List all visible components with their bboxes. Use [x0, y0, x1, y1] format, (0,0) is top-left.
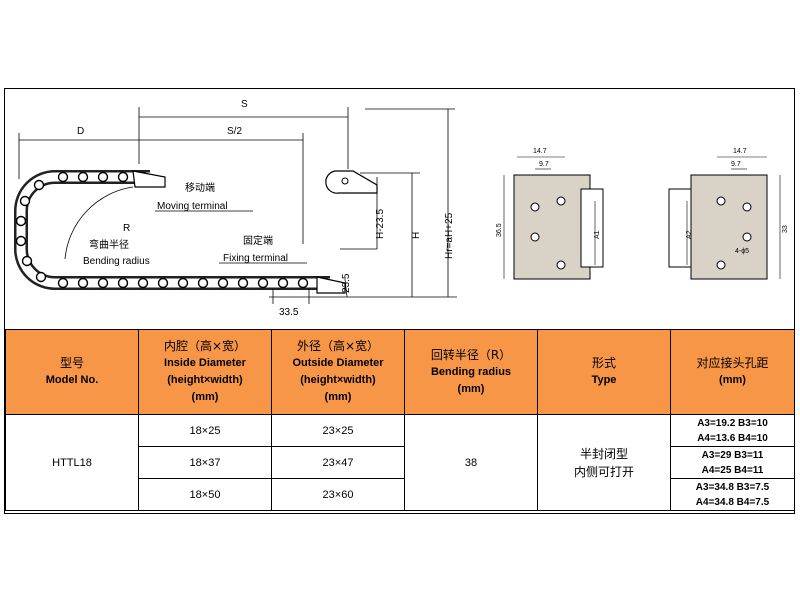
moving-end-bracket	[132, 170, 166, 188]
label-d: D	[77, 126, 84, 137]
header-outside-zh: 外径（高×宽）	[296, 339, 380, 353]
hole-line-a3: A3=19.2 B3=10	[697, 417, 768, 429]
label-a2: A2	[686, 230, 693, 239]
bending-radius-zh: 弯曲半径	[89, 238, 129, 251]
header-hole-zh: 对应接头孔距	[696, 356, 769, 370]
label-14-7-left: 14.7	[533, 148, 547, 155]
label-33: 33	[782, 225, 789, 233]
cell-model: HTTL18	[5, 414, 139, 511]
header-inside-zh: 内腔（高×宽）	[163, 339, 247, 353]
cell-outside: 23×47	[271, 446, 405, 479]
cell-inside: 18×37	[138, 446, 272, 479]
label-s: S	[241, 99, 248, 110]
mounting-bracket-left	[503, 156, 604, 280]
cell-type-line1: 半封闭型	[579, 446, 628, 461]
cell-hole-distance: A3=34.8 B3=7.5 A4=34.8 B4=7.5	[670, 478, 795, 511]
label-36-5: 36.5	[496, 223, 503, 237]
header-radius-zh: 回转半径（R）	[430, 347, 512, 362]
label-9-7-right: 9.7	[731, 161, 741, 168]
table-row: 18×37 23×47 A3=29 B3=11 A4=25 B4=11	[6, 446, 795, 479]
cell-inside: 18×25	[138, 414, 272, 447]
cell-outside: 23×25	[271, 414, 405, 447]
label-s2: S/2	[227, 126, 242, 137]
cell-outside: 23×60	[271, 478, 405, 511]
header-outside-diameter: 外径（高×宽） Outside Diameter (height×width) …	[271, 329, 405, 415]
cell-radius: 38	[404, 414, 538, 511]
spec-sheet: S D S/2 R 移动端 Moving terminal 弯曲半径	[4, 88, 795, 514]
header-outside-hw: (height×width)	[300, 374, 376, 386]
header-model: 型号 Model No.	[5, 329, 139, 415]
label-hr: Hr=aH+25	[444, 212, 455, 259]
label-14-7-right: 14.7	[733, 148, 747, 155]
cell-hole-distance: A3=29 B3=11 A4=25 B4=11	[670, 446, 795, 479]
cell-type: 半封闭型 内侧可打开	[537, 414, 671, 511]
side-end-piece	[325, 170, 378, 194]
header-radius-en: Bending radius	[430, 365, 512, 378]
dimension-d	[18, 133, 139, 179]
table-header-row: 型号 Model No. 内腔（高×宽） Inside Diameter (he…	[5, 329, 795, 415]
drag-chain-drawing: S D S/2 R 移动端 Moving terminal 弯曲半径	[14, 99, 789, 318]
header-bending-radius: 回转半径（R） Bending radius (mm)	[404, 329, 538, 415]
hole-line-a4: A4=25 B4=11	[701, 464, 764, 476]
label-h: H	[411, 232, 422, 239]
cell-hole-distance: A3=19.2 B3=10 A4=13.6 B4=10	[670, 414, 795, 447]
hole-line-a4: A4=34.8 B4=7.5	[695, 496, 770, 508]
label-4-phi5: 4-ϕ5	[735, 248, 749, 255]
header-type-zh: 形式	[591, 356, 616, 370]
table-row: HTTL18 18×25 23×25 38 半封闭型 内侧可打开 A3=19.2…	[5, 414, 795, 511]
bending-radius-en: Bending radius	[83, 256, 150, 267]
header-type-en: Type	[591, 374, 617, 386]
label-33-5: 33.5	[279, 307, 299, 318]
header-model-en: Model No.	[45, 374, 99, 386]
label-a1: A1	[594, 230, 601, 239]
dimension-verticals	[269, 108, 457, 304]
header-type: 形式 Type	[537, 329, 671, 415]
label-9-7-left: 9.7	[539, 161, 549, 168]
cell-type-line2: 内侧可打开	[573, 464, 634, 479]
header-inside-hw: (height×width)	[167, 374, 243, 386]
label-23-5: 23.5	[341, 273, 352, 293]
chain-links	[14, 170, 330, 290]
dimension-s2	[139, 133, 304, 244]
hole-line-a3: A3=29 B3=11	[701, 449, 764, 461]
mounting-bracket-right	[668, 156, 781, 280]
header-outside-en: Outside Diameter	[292, 357, 384, 369]
moving-terminal-en: Moving terminal	[157, 201, 228, 212]
dimension-s	[138, 107, 349, 169]
header-inside-diameter: 内腔（高×宽） Inside Diameter (height×width) (…	[138, 329, 272, 415]
hole-line-a4: A4=13.6 B4=10	[697, 432, 768, 444]
header-hole-unit: (mm)	[719, 374, 746, 386]
fixing-end-bracket	[316, 276, 346, 294]
radius-arc	[64, 186, 134, 260]
table-row: 18×50 23×60 A3=34.8 B3=7.5 A4=34.8 B4=7.…	[6, 478, 795, 511]
header-inside-en: Inside Diameter	[164, 357, 246, 369]
fixing-terminal-zh: 固定端	[243, 234, 273, 247]
label-h-23-5: H-23.5	[375, 209, 386, 239]
moving-terminal-zh: 移动端	[185, 181, 215, 194]
header-radius-unit: (mm)	[457, 382, 485, 395]
header-hole-distance: 对应接头孔距 (mm)	[670, 329, 795, 415]
spec-table: 型号 Model No. 内腔（高×宽） Inside Diameter (he…	[5, 329, 795, 511]
header-outside-unit: (mm)	[324, 391, 352, 403]
hole-line-a3: A3=34.8 B3=7.5	[695, 481, 770, 493]
header-inside-unit: (mm)	[191, 391, 219, 403]
fixing-terminal-en: Fixing terminal	[223, 253, 288, 264]
cell-inside: 18×50	[138, 478, 272, 511]
label-r: R	[123, 223, 130, 234]
header-model-zh: 型号	[59, 356, 84, 370]
